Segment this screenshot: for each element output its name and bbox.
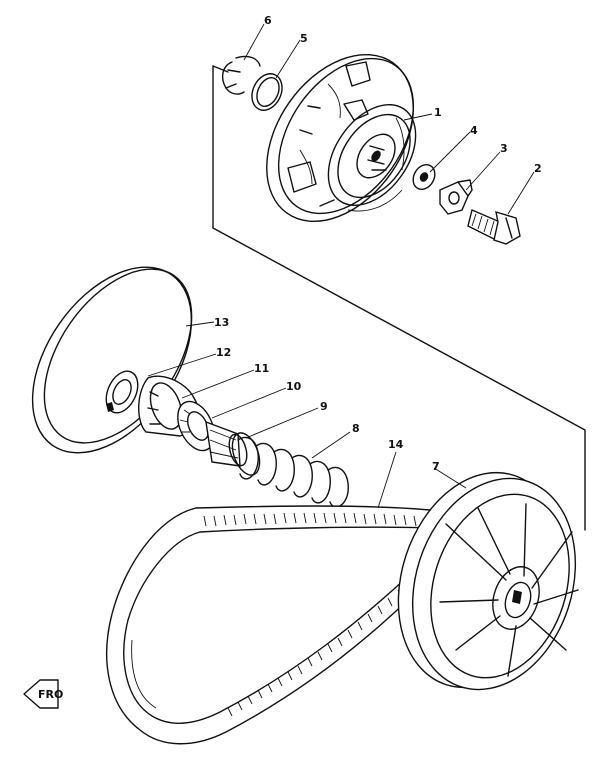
- part-11-spring-seat: [177, 400, 215, 452]
- callout-12: 12: [216, 346, 231, 359]
- callout-3: 3: [500, 142, 508, 155]
- part-1-primary-sheave: [266, 53, 417, 223]
- part-6-circlip: [221, 55, 261, 95]
- callout-1: 1: [434, 106, 442, 119]
- callout-14: 14: [388, 438, 404, 451]
- callout-leader-lines: [147, 23, 535, 509]
- callout-4: 4: [470, 124, 478, 137]
- callout-8: 8: [352, 422, 360, 435]
- part-4-washer: [412, 163, 436, 191]
- part-10-sleeve: [205, 420, 248, 467]
- callout-2: 2: [534, 162, 542, 175]
- callout-13: 13: [214, 316, 229, 329]
- part-8-spring: [237, 436, 349, 508]
- callout-6: 6: [264, 14, 272, 27]
- front-direction-badge: FRO: [23, 679, 63, 709]
- assembly-frame-lines: [212, 65, 586, 531]
- front-badge-text: FRO: [38, 688, 63, 701]
- callout-11: 11: [254, 362, 269, 375]
- part-7-secondary-sheave: [397, 471, 579, 691]
- callout-labels: 6 5 1 4 3 2 7 8 9 10 11 12 13 14: [214, 14, 542, 473]
- part-2-bolt: [467, 209, 521, 245]
- callout-9: 9: [320, 400, 328, 413]
- callout-10: 10: [286, 380, 302, 393]
- part-5-ring: [251, 73, 283, 111]
- part-14-v-belt: [106, 505, 437, 745]
- callout-7: 7: [432, 460, 440, 473]
- callout-5: 5: [300, 32, 308, 45]
- part-3-lock-washer: [439, 179, 473, 215]
